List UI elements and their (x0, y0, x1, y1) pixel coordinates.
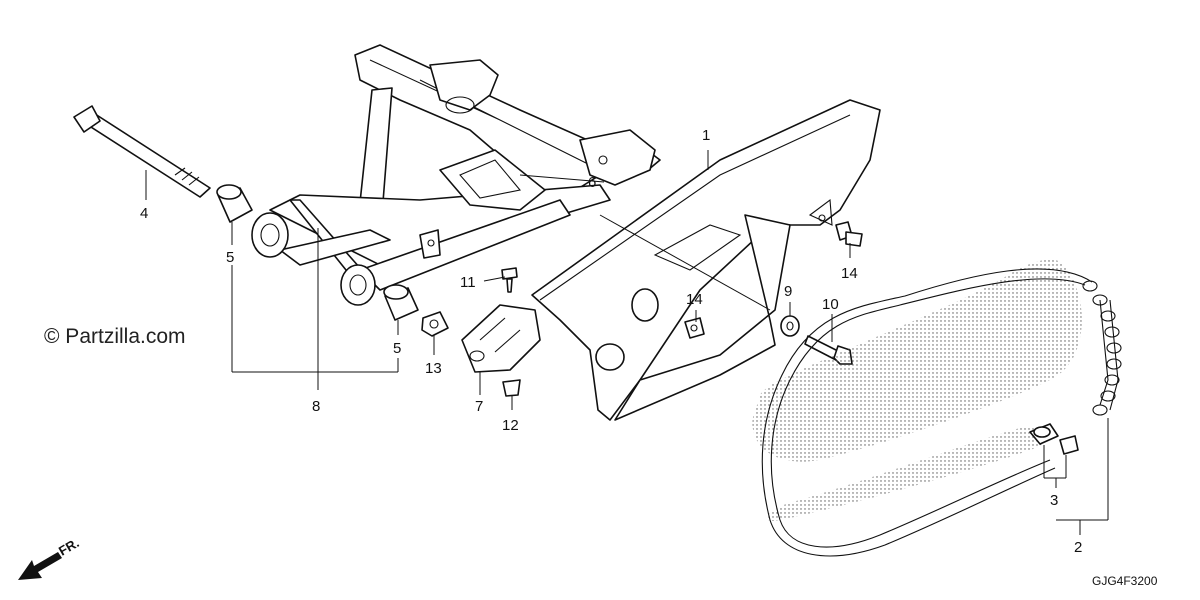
front-direction-arrow: FR. (18, 535, 82, 580)
chain-case-part (531, 99, 881, 421)
cap-part-12 (502, 379, 521, 397)
diagram-code: GJG4F3200 (1092, 574, 1158, 588)
watermark-text: © Partzilla.com (44, 325, 186, 348)
callout-9: 9 (784, 283, 792, 300)
callout-14-center: 14 (686, 291, 703, 308)
callout-5-left: 5 (226, 249, 234, 266)
callout-6: 6 (588, 174, 596, 191)
callout-12: 12 (502, 417, 519, 434)
callout-2: 2 (1074, 539, 1082, 556)
washer-part-9 (780, 315, 800, 337)
callout-1: 1 (702, 127, 710, 144)
callout-labels: 1 2 3 4 5 5 6 7 8 9 10 11 12 13 14 14 (140, 127, 1082, 556)
callout-8: 8 (312, 398, 320, 415)
callout-11: 11 (460, 274, 476, 291)
chain-guide-part (461, 304, 541, 373)
chain-links (1082, 280, 1122, 416)
swingarm-part (251, 44, 661, 306)
bolt-part-14-right (835, 221, 863, 247)
callout-4: 4 (140, 205, 148, 222)
collar-part-left (216, 184, 253, 223)
callout-10: 10 (822, 296, 839, 313)
callout-13: 13 (425, 360, 442, 377)
screw-part-11 (501, 267, 518, 293)
nut-part (421, 311, 449, 337)
callout-7: 7 (475, 398, 483, 415)
callout-3: 3 (1050, 492, 1058, 509)
callout-5-right: 5 (393, 340, 401, 357)
drive-chain-part (752, 259, 1122, 557)
leader-lines (145, 150, 1109, 535)
chain-slider-pad-part (439, 149, 546, 211)
pivot-bolt-part (73, 105, 211, 198)
master-link-part (1029, 423, 1079, 455)
callout-14-right: 14 (841, 265, 858, 282)
collar-part-right (383, 284, 419, 321)
bolt-part-14-center (684, 317, 705, 339)
